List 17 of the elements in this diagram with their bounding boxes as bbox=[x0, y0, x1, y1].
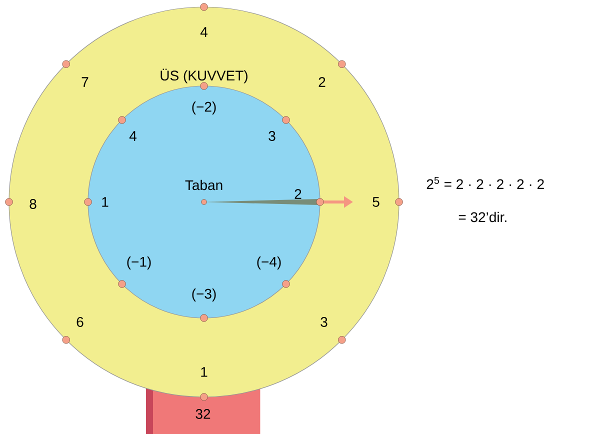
number-label: 8 bbox=[30, 199, 36, 209]
equation-text: 2$^{5}$ = 2 · 2 · 2 · 2 · 2 bbox=[426, 177, 544, 189]
number-label: 4 bbox=[129, 131, 136, 141]
number-label: 7 bbox=[82, 77, 88, 87]
number-label: 1 bbox=[102, 197, 108, 207]
number-label: 2 bbox=[318, 77, 326, 87]
number-label: (−2) bbox=[192, 101, 216, 115]
number-label: 2 bbox=[294, 189, 302, 199]
number-label: (−3) bbox=[192, 288, 216, 302]
equation-text: = 32’dir. bbox=[458, 212, 506, 222]
number-label: 4 bbox=[200, 27, 208, 37]
number-label: 3 bbox=[320, 317, 328, 327]
number-label: 3 bbox=[268, 131, 276, 141]
number-label: (−1) bbox=[127, 256, 151, 270]
number-label: 6 bbox=[76, 317, 84, 327]
number-label: 5 bbox=[372, 197, 380, 207]
number-label: (−4) bbox=[257, 256, 281, 270]
